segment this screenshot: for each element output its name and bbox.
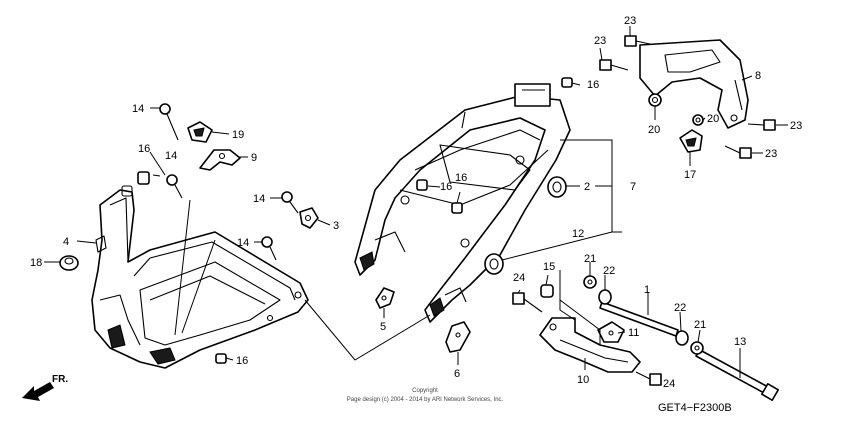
bushing-part-2[interactable] <box>547 176 567 198</box>
rear-frame-part[interactable] <box>354 83 571 323</box>
grommet-part-18[interactable] <box>59 255 79 271</box>
bolt-part-23-b[interactable] <box>599 59 629 71</box>
callout-17: 17 <box>684 169 696 181</box>
callout-labels: 1 2 3 4 5 6 7 8 9 10 11 12 13 14 14 14 1… <box>30 15 802 390</box>
callout-14-d: 14 <box>237 237 249 249</box>
callout-10: 10 <box>577 374 589 386</box>
bracket-part-9[interactable] <box>199 149 241 171</box>
bracket-part-6[interactable] <box>445 321 471 353</box>
callout-21-b: 21 <box>694 319 706 331</box>
bolt-part-24-a[interactable] <box>512 292 543 313</box>
stand-bracket-part-10[interactable] <box>539 317 641 373</box>
callout-22-b: 22 <box>674 302 686 314</box>
callout-20-b: 20 <box>707 113 719 125</box>
callout-16-c: 16 <box>440 181 452 193</box>
copyright-line-1: Copyright <box>412 388 438 394</box>
washer-part-21-a[interactable] <box>583 275 597 289</box>
callout-4: 4 <box>63 236 69 248</box>
front-frame-part[interactable] <box>91 185 309 369</box>
clip-part-19[interactable] <box>187 121 213 143</box>
callout-15: 15 <box>543 261 555 273</box>
callout-11: 11 <box>628 327 639 339</box>
bracket-part-8[interactable] <box>639 39 749 129</box>
callout-23-d: 23 <box>765 148 777 160</box>
callout-1: 1 <box>644 284 650 296</box>
bolt-part-14-d[interactable] <box>261 236 277 261</box>
collar-part-22-b[interactable] <box>675 330 689 346</box>
bolt-part-14-c[interactable] <box>281 191 299 214</box>
nut-part-16-a[interactable] <box>137 171 150 185</box>
washer-part-21-b[interactable] <box>690 341 704 355</box>
callout-16-b: 16 <box>236 355 248 367</box>
bolt-part-13[interactable] <box>695 349 779 401</box>
arrow-icon <box>22 382 54 401</box>
callout-2: 2 <box>584 181 590 193</box>
bolt-part-23-d[interactable] <box>724 145 752 159</box>
front-direction-arrow: FR. <box>22 374 68 401</box>
callout-6: 6 <box>454 368 460 380</box>
nut-part-15[interactable] <box>540 284 554 298</box>
bolt-part-14-b[interactable] <box>166 174 183 199</box>
nut-part-20-a[interactable] <box>648 93 662 107</box>
nut-part-20-b[interactable] <box>692 114 704 126</box>
callout-13: 13 <box>734 336 746 348</box>
nut-part-16-d[interactable] <box>451 202 463 214</box>
callout-18: 18 <box>30 257 42 269</box>
clip-part-17[interactable] <box>679 129 703 153</box>
callout-16-a: 16 <box>138 143 150 155</box>
callout-16-d: 16 <box>455 172 467 184</box>
diagram-code: GET4−F2300B <box>658 402 732 414</box>
bolt-part-24-b[interactable] <box>635 371 662 386</box>
callout-3: 3 <box>333 220 339 232</box>
collar-part-22-a[interactable] <box>598 289 612 305</box>
callout-14-b: 14 <box>165 150 177 162</box>
callout-24-a: 24 <box>513 272 525 284</box>
callout-20-a: 20 <box>648 124 660 136</box>
bracket-part-11[interactable] <box>597 321 625 343</box>
bracket-part-3[interactable] <box>299 207 319 229</box>
leader-lines <box>44 26 788 378</box>
bushing-part-12[interactable] <box>484 253 504 275</box>
callout-14-c: 14 <box>253 193 265 205</box>
callout-8: 8 <box>755 70 761 82</box>
nut-part-16-c[interactable] <box>416 179 428 191</box>
bolt-part-23-c[interactable] <box>747 119 776 131</box>
callout-23-b: 23 <box>594 35 606 47</box>
callout-19: 19 <box>232 129 244 141</box>
callout-12: 12 <box>572 228 584 240</box>
copyright-line-2: Page design (c) 2004 - 2014 by ARI Netwo… <box>347 397 504 403</box>
callout-16-e: 16 <box>587 79 599 91</box>
callout-22-a: 22 <box>603 265 615 277</box>
callout-23-c: 23 <box>790 120 802 132</box>
bracket-part-5[interactable] <box>375 287 395 309</box>
front-label: FR. <box>52 374 68 385</box>
callout-9: 9 <box>251 152 257 164</box>
bolt-part-14-a[interactable] <box>159 103 179 141</box>
nut-part-16-b[interactable] <box>215 353 227 364</box>
callout-21-a: 21 <box>584 253 596 265</box>
callout-23-a: 23 <box>624 15 636 27</box>
nut-part-16-e[interactable] <box>561 77 573 88</box>
callout-14-a: 14 <box>132 103 144 115</box>
callout-5: 5 <box>380 321 386 333</box>
callout-24-b: 24 <box>663 378 675 390</box>
callout-7: 7 <box>630 181 636 193</box>
